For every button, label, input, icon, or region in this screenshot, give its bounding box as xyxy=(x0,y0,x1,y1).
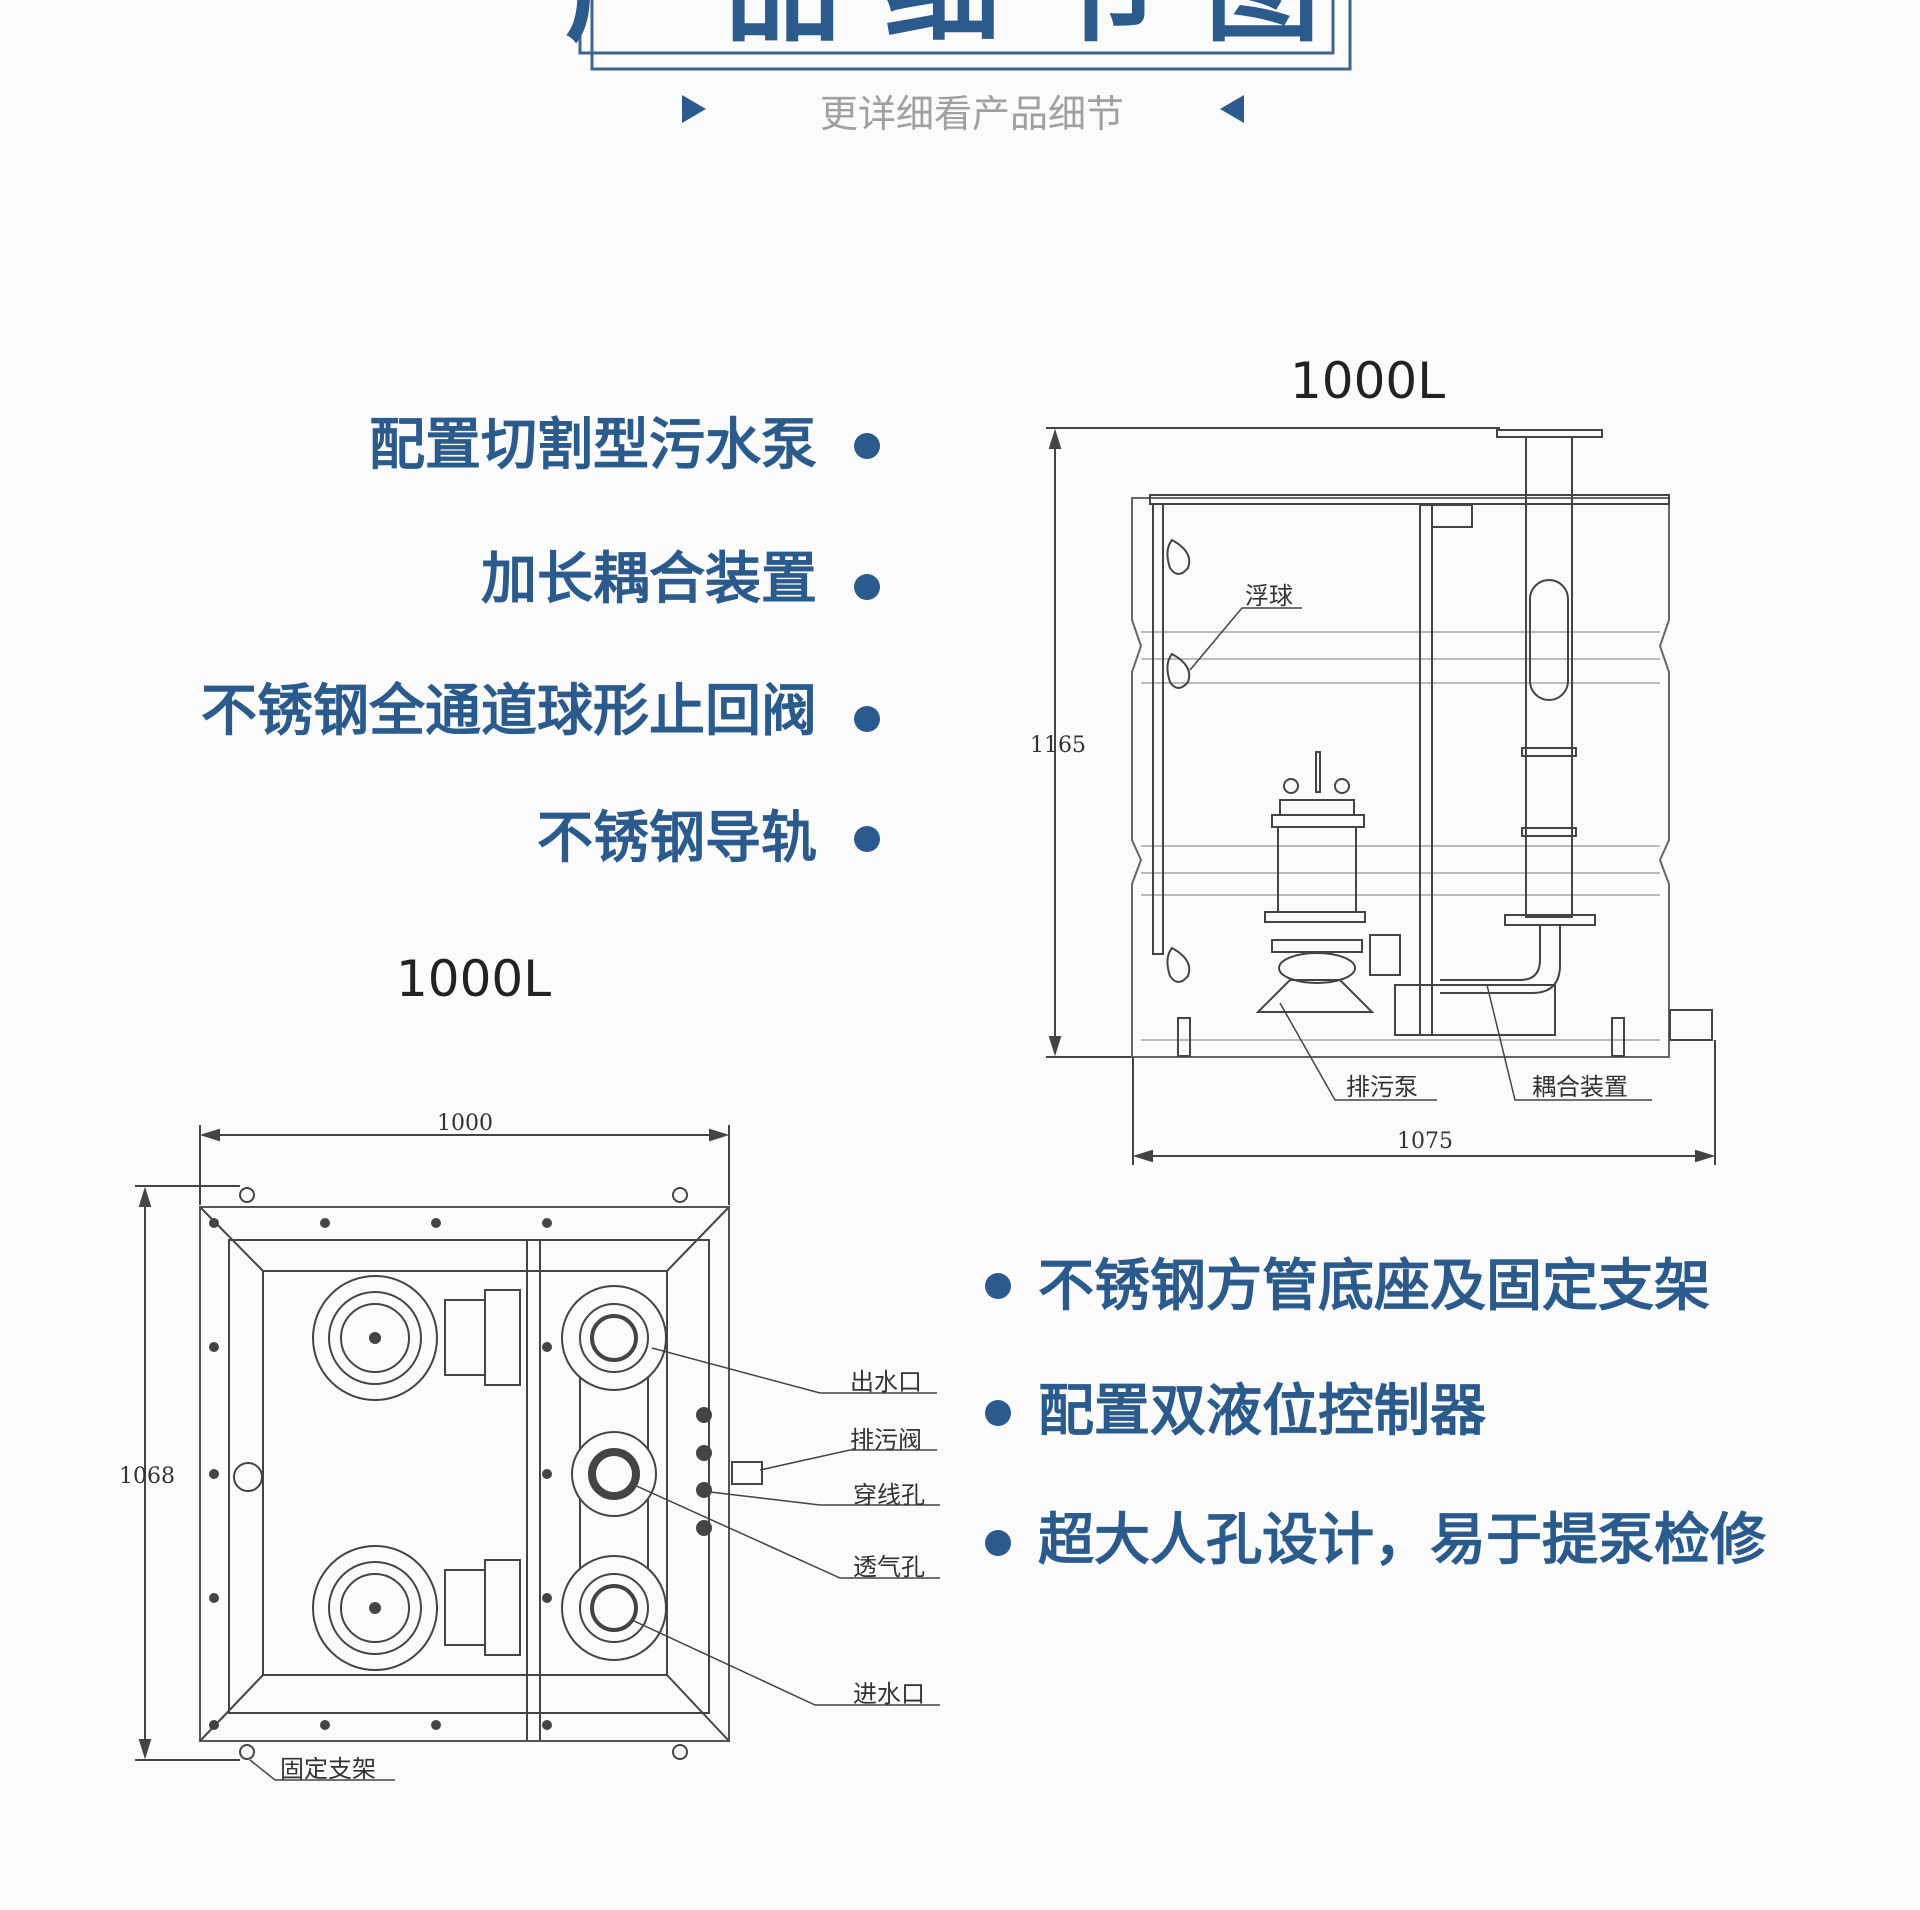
bullet-dot-icon xyxy=(985,1400,1011,1426)
label-coupling: 耦合装置 xyxy=(1532,1073,1628,1101)
bullet-dot-icon xyxy=(985,1530,1011,1556)
arrow-right-icon xyxy=(682,95,706,123)
label-pump: 排污泵 xyxy=(1346,1073,1418,1101)
label-vent-hole: 透气孔 xyxy=(853,1553,925,1581)
label-cable-hole: 穿线孔 xyxy=(853,1481,925,1509)
bullet-dot-icon xyxy=(985,1273,1011,1299)
feature-coupling: 加长耦合装置 xyxy=(481,547,817,612)
page-title: 产品细节图 xyxy=(565,0,1365,58)
label-inlet: 进水口 xyxy=(853,1680,925,1708)
feature-check-valve: 不锈钢全通道球形止回阀 xyxy=(201,679,817,744)
bullet-dot-icon xyxy=(854,706,880,732)
bullet-dot-icon xyxy=(854,574,880,600)
feature-guide-rail: 不锈钢导轨 xyxy=(537,806,817,871)
bullet-dot-icon xyxy=(854,826,880,852)
feature-manhole: 超大人孔设计，易于提泵检修 xyxy=(1038,1508,1766,1573)
page-subtitle: 更详细看产品细节 xyxy=(820,92,1124,136)
top-view-drawing xyxy=(135,1125,940,1781)
label-outlet: 出水口 xyxy=(850,1368,922,1396)
side-height-dim: 1165 xyxy=(1030,733,1086,758)
top-height-dim: 1068 xyxy=(119,1464,175,1489)
feature-base-bracket: 不锈钢方管底座及固定支架 xyxy=(1038,1254,1710,1319)
label-drain-valve: 排污阀 xyxy=(850,1426,922,1454)
label-fixed-bracket: 固定支架 xyxy=(280,1755,376,1783)
top-view-caption: 1000L xyxy=(396,950,552,1008)
label-float: 浮球 xyxy=(1245,582,1293,610)
arrow-left-icon xyxy=(1220,95,1244,123)
title-frame xyxy=(578,0,1352,71)
side-width-dim: 1075 xyxy=(1397,1129,1453,1154)
side-view-drawing xyxy=(1046,427,1716,1165)
top-width-dim: 1000 xyxy=(437,1111,493,1136)
feature-level-controller: 配置双液位控制器 xyxy=(1038,1379,1486,1444)
side-view-caption: 1000L xyxy=(1290,352,1446,410)
feature-cutting-pump: 配置切割型污水泵 xyxy=(369,413,817,478)
bullet-dot-icon xyxy=(854,433,880,459)
